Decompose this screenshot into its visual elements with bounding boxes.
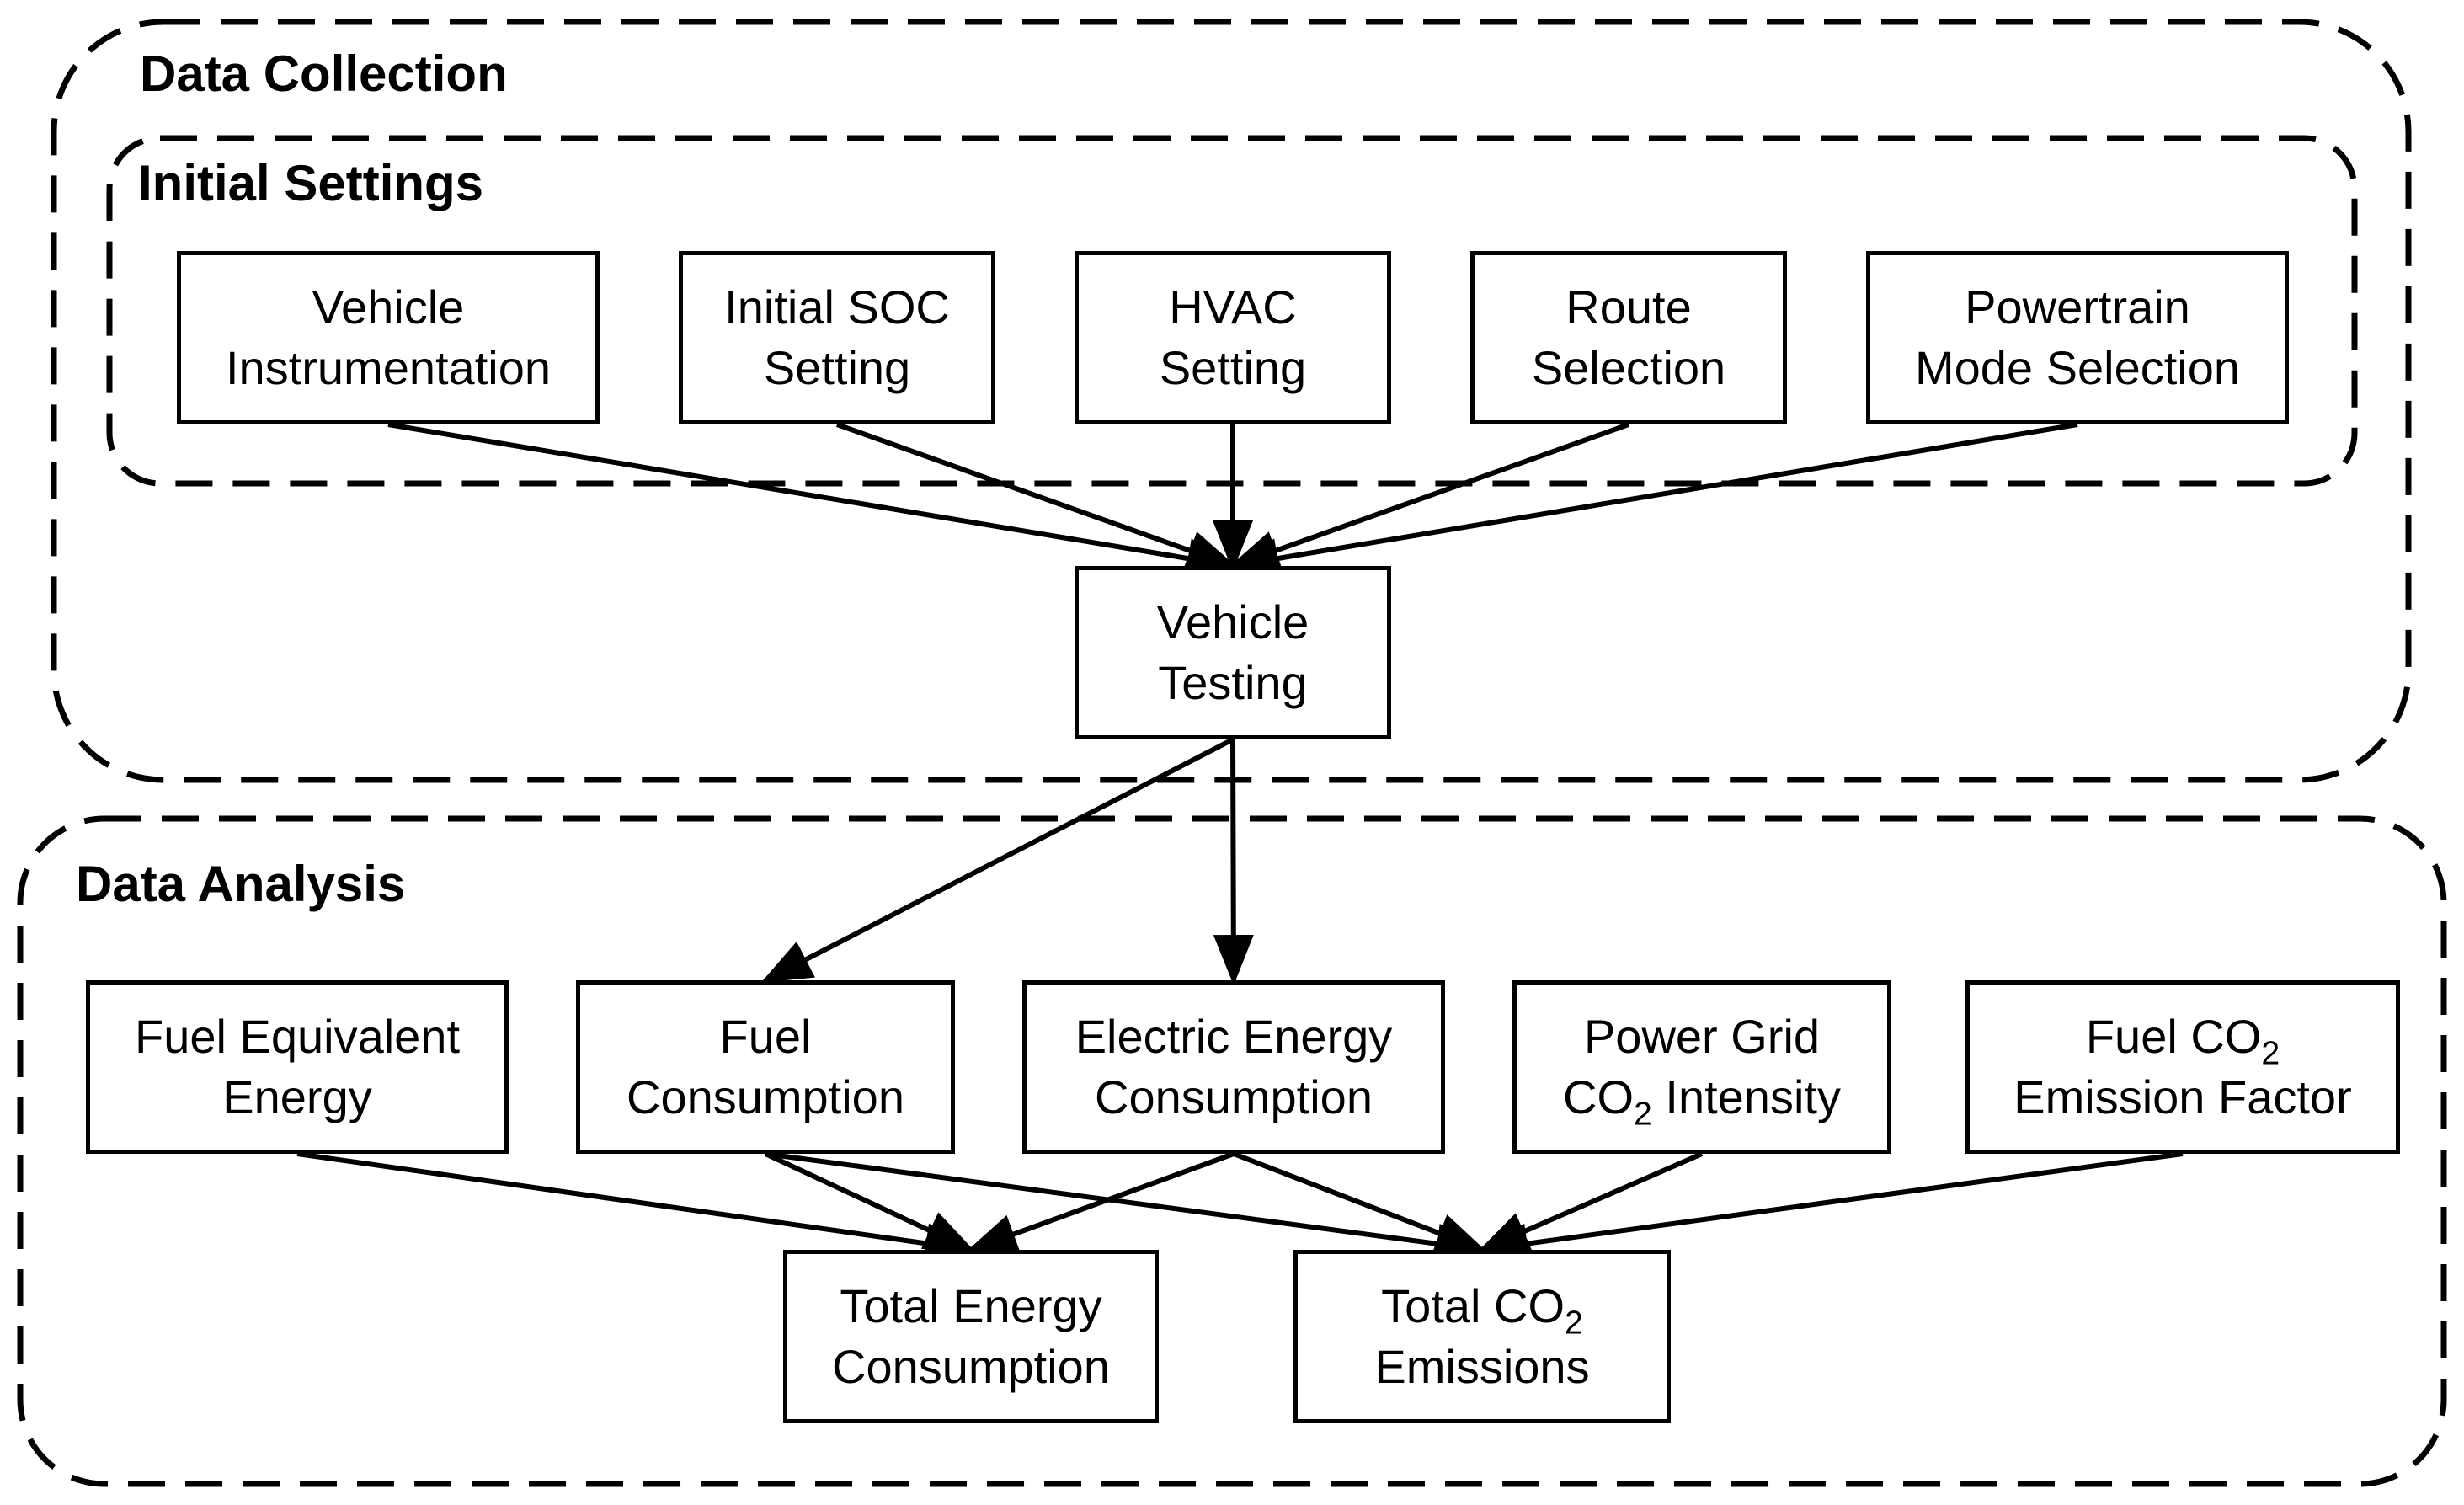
node-label-line: Powertrain bbox=[1965, 280, 2190, 334]
vehicle-instrumentation-box: Vehicle Instrumentation bbox=[177, 251, 600, 424]
arrow-route-to-vehicle_testing bbox=[1228, 422, 1630, 570]
arrow-vehicle_instrumentation-to-vehicle_testing bbox=[387, 422, 1238, 579]
node-label-line: Instrumentation bbox=[226, 341, 551, 394]
total-co2-emissions-box: Total CO2 Emissions bbox=[1293, 1250, 1671, 1423]
hvac-setting-box: HVAC Setting bbox=[1075, 251, 1391, 424]
arrow-vehicle_testing-to-electric_energy bbox=[1213, 739, 1254, 985]
node-label-line: Setting bbox=[763, 341, 911, 394]
initial-soc-setting-box: Initial SOC Setting bbox=[679, 251, 995, 424]
node-label-line: CO2 Intensity bbox=[1563, 1067, 1841, 1131]
arrow-fuel_consumption-to-total_co2 bbox=[765, 1151, 1487, 1264]
subscript: 2 bbox=[1565, 1305, 1583, 1342]
node-label-line: Fuel Equivalent bbox=[134, 1010, 460, 1063]
data-analysis-region-border bbox=[17, 815, 2447, 1487]
electric-energy-consumption-box: Electric Energy Consumption bbox=[1022, 980, 1445, 1154]
node-label-line: Power Grid bbox=[1583, 1010, 1821, 1063]
total-energy-consumption-box: Total Energy Consumption bbox=[783, 1250, 1159, 1423]
node-label-line: Mode Selection bbox=[1914, 341, 2240, 394]
node-label-line: Consumption bbox=[832, 1340, 1110, 1393]
data-analysis-title: Data Analysis bbox=[76, 856, 406, 912]
node-label-line: Consumption bbox=[627, 1070, 904, 1123]
node-label-line: Electric Energy bbox=[1075, 1010, 1393, 1063]
node-label-line: Total CO2 bbox=[1381, 1276, 1583, 1340]
subscript: 2 bbox=[1634, 1096, 1652, 1133]
route-selection-box: Route Selection bbox=[1470, 251, 1787, 424]
node-label-line: Vehicle bbox=[312, 280, 465, 334]
node-label-line: Route bbox=[1565, 280, 1692, 334]
power-grid-co2-intensity-box: Power Grid CO2 Intensity bbox=[1512, 980, 1891, 1154]
arrow-fuel_consumption-to-total_energy bbox=[764, 1151, 976, 1252]
data-collection-title: Data Collection bbox=[140, 45, 508, 102]
powertrain-mode-selection-box: Powertrain Mode Selection bbox=[1866, 251, 2289, 424]
node-label-line: Vehicle bbox=[1156, 595, 1309, 648]
initial-settings-title: Initial Settings bbox=[138, 155, 484, 211]
subscript: 2 bbox=[2261, 1035, 2280, 1072]
label-text: Fuel CO bbox=[2085, 1010, 2262, 1063]
label-text: Total CO bbox=[1381, 1279, 1565, 1332]
node-label-line: Initial SOC bbox=[724, 280, 950, 334]
node-label-line: Fuel bbox=[719, 1010, 812, 1063]
label-text: Intensity bbox=[1651, 1070, 1841, 1123]
fuel-consumption-box: Fuel Consumption bbox=[576, 980, 955, 1154]
node-label-line: Testing bbox=[1158, 656, 1308, 709]
label-text: CO bbox=[1563, 1070, 1635, 1123]
node-label-line: Setting bbox=[1159, 341, 1307, 394]
arrow-fuel_equivalent-to-total_energy bbox=[296, 1151, 976, 1264]
arrow-fuel_co2-to-total_co2 bbox=[1477, 1151, 2184, 1264]
arrow-electric_energy-to-total_energy bbox=[966, 1151, 1235, 1254]
node-label-line: Consumption bbox=[1095, 1070, 1373, 1123]
arrow-initial_soc-to-vehicle_testing bbox=[835, 422, 1238, 570]
vehicle-testing-box: Vehicle Testing bbox=[1075, 566, 1391, 739]
node-label-line: HVAC bbox=[1169, 280, 1297, 334]
node-label-line: Emission Factor bbox=[2013, 1070, 2352, 1123]
node-label-line: Fuel CO2 bbox=[2085, 1006, 2280, 1070]
arrow-electric_energy-to-total_co2 bbox=[1232, 1151, 1487, 1252]
fuel-equivalent-energy-box: Fuel Equivalent Energy bbox=[86, 980, 509, 1154]
fuel-co2-emission-factor-box: Fuel CO2 Emission Factor bbox=[1965, 980, 2400, 1154]
node-label-line: Emissions bbox=[1374, 1340, 1590, 1393]
node-label-line: Selection bbox=[1531, 341, 1726, 394]
node-label-line: Energy bbox=[222, 1070, 372, 1123]
node-label-line: Total Energy bbox=[840, 1279, 1102, 1332]
arrow-powertrain-to-vehicle_testing bbox=[1228, 422, 2078, 579]
arrow-vehicle_testing-to-fuel_consumption bbox=[760, 737, 1235, 983]
